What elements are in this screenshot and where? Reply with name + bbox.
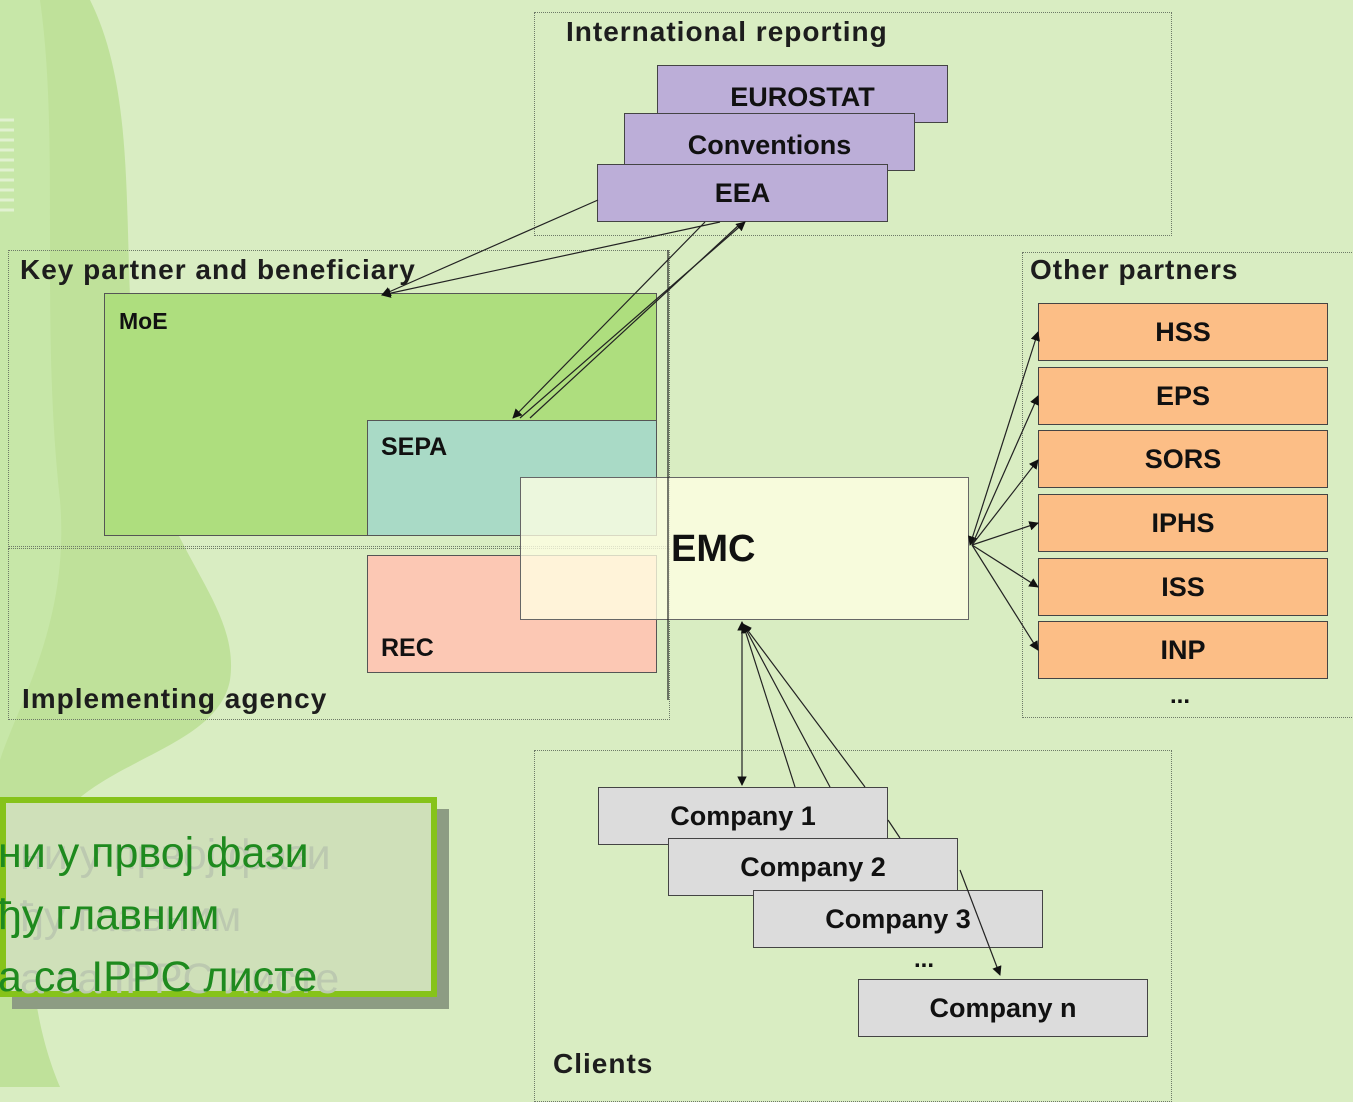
note-line-2: ђу главним [0, 891, 220, 939]
company-3-box: Company 3 [753, 890, 1043, 948]
companies-more: ... [914, 946, 935, 973]
company-2-box: Company 2 [668, 838, 958, 896]
emc-region: EMC [520, 477, 969, 620]
partner-hss-label: HSS [1155, 316, 1211, 347]
partner-iss-box: ISS [1038, 558, 1328, 616]
company-n-label: Company n [929, 992, 1077, 1023]
group-label-key-partner: Key partner and beneficiary [20, 254, 416, 285]
partner-hss-box: HSS [1038, 303, 1328, 361]
partner-iphs-box: IPHS [1038, 494, 1328, 552]
partner-inp-label: INP [1160, 634, 1206, 665]
partner-sors-label: SORS [1144, 443, 1222, 474]
company-n-box: Company n [858, 979, 1148, 1037]
company-1-box: Company 1 [598, 787, 888, 845]
partner-inp-box: INP [1038, 621, 1328, 679]
company-2-label: Company 2 [740, 851, 886, 882]
conventions-label: Conventions [687, 130, 852, 160]
group-implementing-agency [8, 548, 670, 720]
group-label-international: International reporting [566, 16, 888, 47]
group-label-implementing: Implementing agency [22, 683, 328, 714]
note-line-3-shadow: а са IPPC листе [20, 955, 340, 1003]
company-1-label: Company 1 [670, 800, 816, 831]
note-line-2-shadow: ђу главним [20, 893, 242, 941]
rec-label: REC [381, 634, 434, 662]
partner-sors-box: SORS [1038, 430, 1328, 488]
group-international-reporting [534, 12, 1172, 236]
eea-label: EEA [714, 177, 771, 208]
company-3-label: Company 3 [825, 903, 971, 934]
conventions-box: Conventions [624, 113, 915, 171]
partners-more: ... [1170, 682, 1191, 709]
note-callout: ни у првој фази ни у првој фази ђу главн… [0, 797, 437, 1003]
note-line-1: ни у првој фази [0, 829, 309, 877]
emc-label: EMC [671, 528, 756, 570]
eea-box: EEA [597, 164, 888, 222]
group-label-clients: Clients [553, 1048, 654, 1079]
moe-label: MoE [119, 308, 168, 334]
sepa-label: SEPA [381, 433, 448, 461]
eurostat-label: EUROSTAT [730, 82, 875, 112]
partner-eps-label: EPS [1155, 380, 1211, 411]
partner-iss-label: ISS [1161, 571, 1205, 602]
partner-iphs-label: IPHS [1151, 507, 1215, 538]
group-label-other-partners: Other partners [1030, 254, 1239, 285]
partner-eps-box: EPS [1038, 367, 1328, 425]
note-line-1-shadow: ни у првој фази [20, 831, 331, 879]
note-line-3: а са IPPC листе [0, 953, 318, 1001]
